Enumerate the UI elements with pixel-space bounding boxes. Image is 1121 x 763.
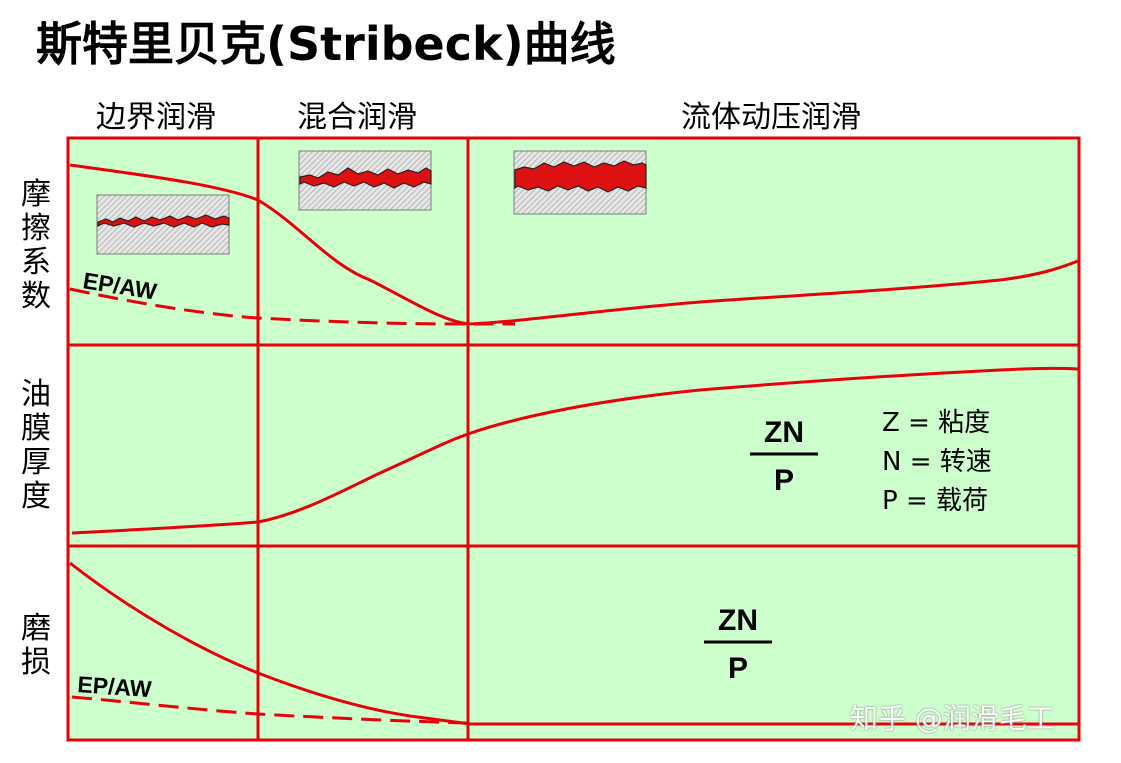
row-label-char: 擦 [21,211,51,246]
wear-curve [69,561,1078,726]
fraction-denominator: P [728,652,748,685]
wear-ep-aw-curve [71,695,467,725]
fraction-denominator: P [774,464,794,497]
row-label-char: 厚 [21,445,51,480]
row-label-char: 度 [21,479,51,514]
variable-legend: Z = 粘度 N = 转速 P = 载荷 [882,408,992,516]
row-label-char: 损 [21,645,51,680]
fraction-numerator: ZN [764,416,804,449]
wear-ep-aw-label: EP/AW [77,671,153,702]
wear-zn-p-fraction: ZN P [704,604,772,685]
legend-p: P = 载荷 [882,486,988,516]
legend-n: N = 转速 [882,447,992,477]
friction-ep-aw-curve [69,287,515,326]
column-label-mixed: 混合润滑 [297,100,417,135]
film-thickness-zn-p-fraction: ZN P [750,416,818,497]
asperity-illustration-boundary [96,194,230,255]
asperity-illustration-hydrodynamic [513,150,647,215]
row-label-friction: 摩擦系数 [16,178,56,314]
row-label-char: 摩 [21,177,51,212]
row-label-char: 膜 [21,411,51,446]
row-label-wear: 磨损 [16,612,56,680]
watermark: 知乎 @润滑毛工 [850,702,1055,735]
column-label-boundary: 边界润滑 [96,100,216,135]
row-label-char: 油 [21,377,51,412]
fraction-numerator: ZN [718,604,758,637]
row-label-char: 系 [21,245,51,280]
diagram-frame [66,136,1081,742]
row-label-char: 数 [21,279,51,314]
asperity-illustration-mixed [298,150,432,211]
row-label-film-thickness: 油膜厚度 [16,378,56,514]
legend-z: Z = 粘度 [882,408,990,438]
column-label-hydrodynamic: 流体动压润滑 [681,100,861,135]
page-title: 斯特里贝克(Stribeck)曲线 [36,17,616,71]
panel-background [68,138,1079,740]
film-thickness-curve [71,366,1079,535]
row-label-char: 磨 [21,611,51,646]
